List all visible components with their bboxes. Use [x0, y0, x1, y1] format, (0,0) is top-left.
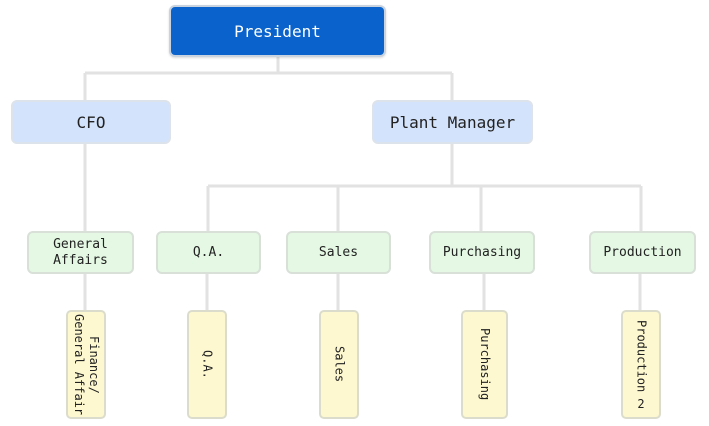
purchasing-unit-node[interactable]: Purchasing [461, 310, 508, 419]
president-label: President [234, 21, 321, 41]
sales-unit-node[interactable]: Sales [319, 310, 359, 419]
finance-general-affair-node[interactable]: Finance/ General Affair [66, 310, 106, 419]
sales-node[interactable]: Sales [286, 231, 391, 274]
qa-node[interactable]: Q.A. [156, 231, 261, 274]
qa-unit-label: Q.A. [200, 350, 215, 379]
president-node[interactable]: President [169, 5, 386, 57]
qa-label: Q.A. [192, 244, 225, 260]
purchasing-unit-label: Purchasing [478, 328, 492, 401]
sales-unit-label: Sales [332, 346, 347, 383]
qa-unit-node[interactable]: Q.A. [187, 310, 227, 419]
plant-manager-node[interactable]: Plant Manager [372, 100, 533, 144]
general-affairs-label: General Affairs [53, 236, 108, 268]
plant-manager-label: Plant Manager [389, 112, 516, 132]
cfo-node[interactable]: CFO [11, 100, 171, 144]
production-label: Production [603, 244, 682, 260]
purchasing-label: Purchasing [442, 244, 522, 260]
sales-label: Sales [318, 244, 359, 260]
purchasing-node[interactable]: Purchasing [429, 231, 535, 274]
general-affairs-node[interactable]: General Affairs [27, 231, 134, 274]
finance-general-affair-label: Finance/ General Affair [71, 314, 101, 415]
cfo-label: CFO [76, 112, 106, 132]
production-unit-label: Production [634, 320, 649, 393]
finance-label-line2: General Affair [72, 313, 86, 416]
finance-label-line1: Finance/ [87, 335, 101, 394]
production-unit-number: 2 [637, 397, 645, 411]
production-node[interactable]: Production [589, 231, 696, 274]
production-unit-node[interactable]: Production 2 [621, 310, 661, 419]
